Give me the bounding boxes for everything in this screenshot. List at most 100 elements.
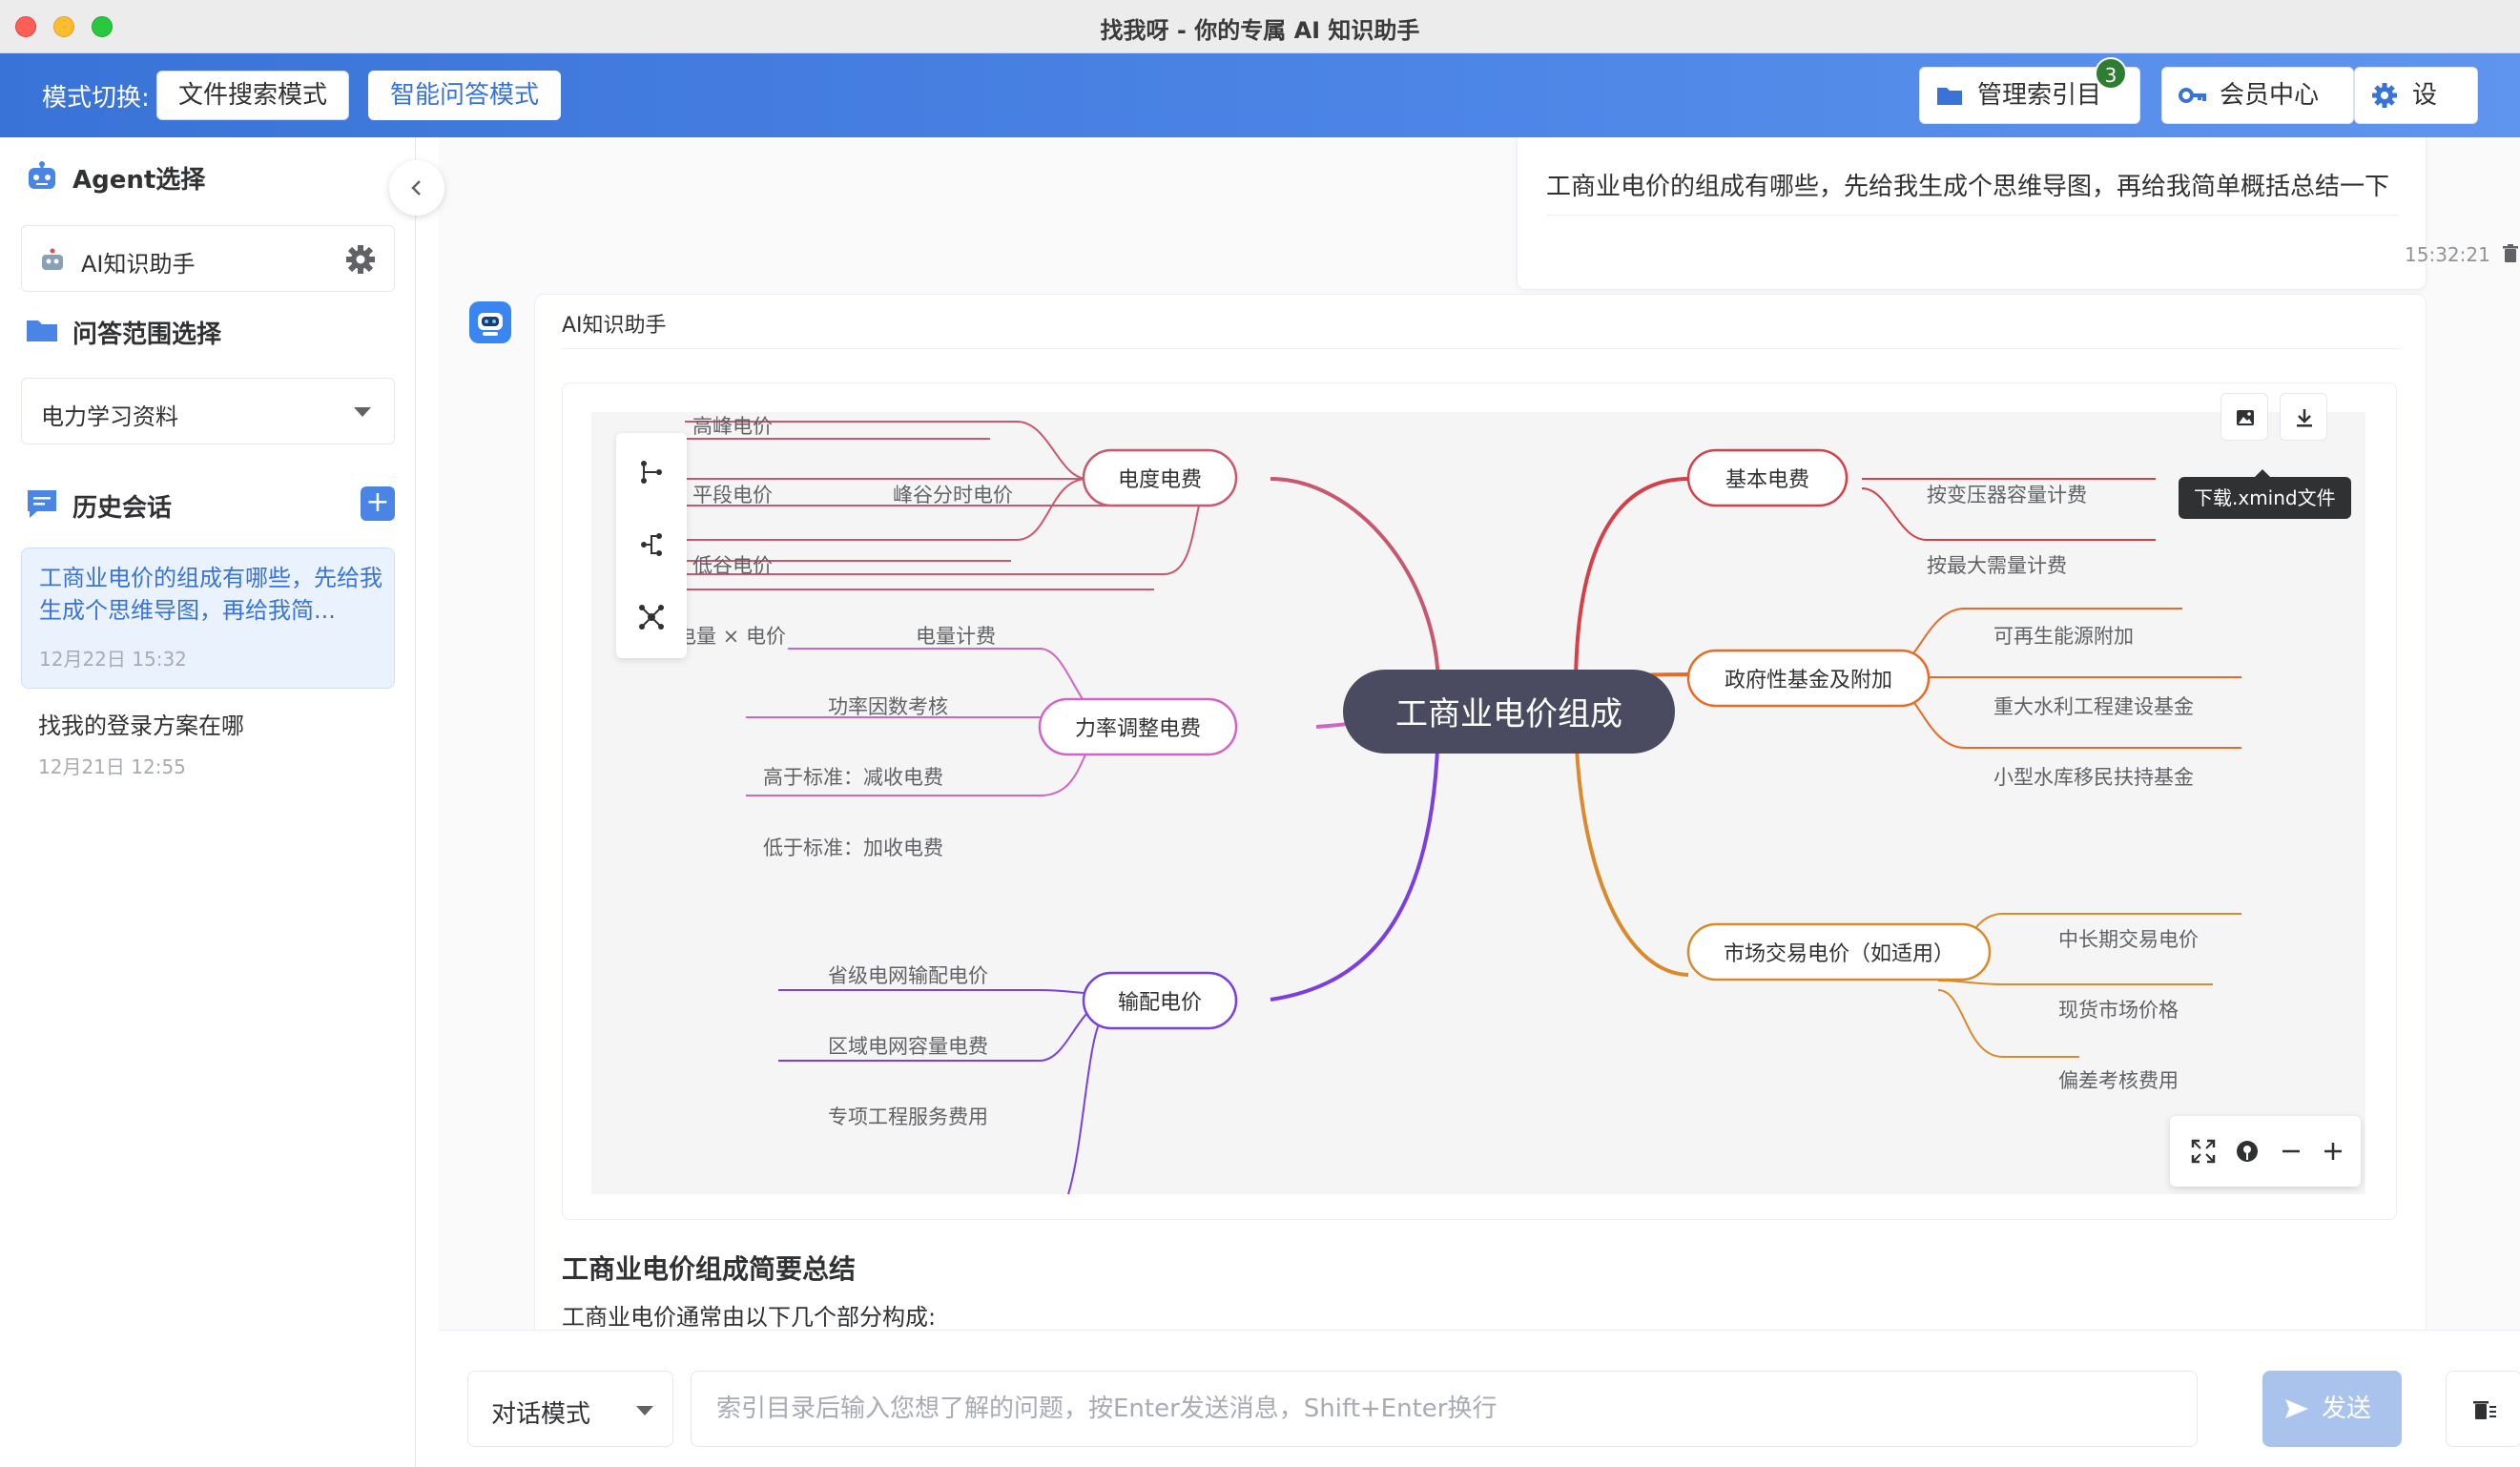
image-icon (2234, 406, 2257, 429)
zoom-in-icon[interactable] (2319, 1137, 2347, 1166)
chat-mode-select[interactable]: 对话模式 (467, 1371, 673, 1447)
history-item-active[interactable]: 工商业电价的组成有哪些，先给我生成个思维导图，再给我简... 12月22日 15… (21, 548, 395, 689)
mindmap-leaf: 小型水库移民扶持基金 (1993, 766, 2194, 789)
sidebar: Agent选择 AI知识助手 问答范围选择 电力学习资料 历史会话 + 工商业电… (0, 137, 416, 1467)
mindmap-layout-tools (616, 433, 687, 658)
history-section-label: 历史会话 (72, 488, 172, 524)
mindmap-leaf: 功率因数考核 (828, 695, 948, 718)
mindmap-canvas[interactable]: 工商业电价组成 电度电费 力率调整电费 输配电价 基本电费 政府性基金及附加 市… (591, 412, 2365, 1194)
collapse-sidebar-button[interactable] (389, 160, 444, 216)
mindmap-leaf: 平段电价 (692, 484, 773, 506)
mindmap-leaf: 省级电网输配电价 (828, 964, 988, 987)
agent-settings-icon[interactable] (344, 243, 377, 276)
mindmap-node-label: 基本电费 (1725, 468, 1809, 492)
download-xmind-button[interactable] (2280, 393, 2327, 441)
agent-selector[interactable]: AI知识助手 (21, 225, 395, 292)
input-bar: 对话模式 发送 (439, 1330, 2520, 1467)
mindmap-leaf: 高于标准：减收电费 (763, 766, 943, 789)
divider (562, 348, 2401, 349)
history-item[interactable]: 找我的登录方案在哪 12月21日 12:55 (21, 696, 395, 792)
zoom-out-icon[interactable] (2277, 1137, 2305, 1166)
mindmap-node-label: 输配电价 (1118, 991, 1202, 1015)
fullscreen-icon[interactable] (2189, 1137, 2218, 1166)
ai-name: AI知识助手 (562, 308, 667, 339)
ai-avatar (469, 301, 511, 343)
agent-name: AI知识助手 (81, 245, 196, 279)
divider (1546, 215, 2399, 216)
scope-section-label: 问答范围选择 (72, 315, 221, 350)
mindmap-subnode: 峰谷分时电价 (893, 484, 1013, 506)
chevron-left-icon (407, 178, 426, 197)
mindmap-leaf: 低谷电价 (692, 554, 773, 577)
export-image-button[interactable] (2220, 393, 2268, 441)
user-message-card: 工商业电价的组成有哪些，先给我生成个思维导图，再给我简单概括总结一下 15:32… (1517, 137, 2427, 290)
mindmap-leaf: 按变压器容量计费 (1927, 484, 2087, 506)
settings-button[interactable]: 设置 (2354, 67, 2478, 124)
chat-area: 工商业电价的组成有哪些，先给我生成个思维导图，再给我简单概括总结一下 15:32… (439, 137, 2520, 1330)
mindmap-leaf: 偏差考核费用 (2058, 1069, 2179, 1092)
scope-select[interactable]: 电力学习资料 (21, 378, 395, 444)
file-search-mode-button[interactable]: 文件搜索模式 (156, 71, 349, 120)
edge-b1 (1270, 479, 1438, 689)
mindmap-node-label: 市场交易电价（如适用） (1724, 942, 1954, 966)
summary-text: 工商业电价通常由以下几个部分构成: (562, 1298, 936, 1330)
history-item-title: 找我的登录方案在哪 (38, 710, 382, 742)
edge-b4 (1576, 479, 1688, 689)
key-icon (2178, 81, 2206, 110)
user-message-time: 15:32:21 (2405, 243, 2490, 266)
mindmap-leaf: 现货市场价格 (2058, 999, 2179, 1022)
mindmap-leaf: 低于标准：加收电费 (763, 837, 943, 859)
qa-mode-button[interactable]: 智能问答模式 (368, 71, 561, 120)
mindmap-node-label: 电度电费 (1118, 468, 1202, 492)
robot-icon (25, 158, 59, 193)
layout-tree-icon[interactable] (637, 530, 666, 559)
mindmap-leaf: 可再生能源附加 (1993, 625, 2134, 648)
clear-chat-button[interactable] (2446, 1371, 2520, 1447)
download-tooltip: 下载.xmind文件 (2179, 477, 2351, 519)
send-button[interactable]: 发送 (2262, 1371, 2402, 1447)
history-item-time: 12月22日 15:32 (39, 644, 187, 672)
window-titlebar: 找我呀 - 你的专属 AI 知识助手 (0, 0, 2520, 53)
chevron-down-icon (354, 407, 371, 417)
clear-icon (2471, 1396, 2498, 1423)
index-count-badge: 3 (2095, 57, 2127, 90)
ai-response-card: AI知识助手 (534, 294, 2427, 1330)
mindmap-leaf: 重大水利工程建设基金 (1993, 695, 2194, 718)
mindmap-leaf: 按最大需量计费 (1927, 554, 2067, 577)
layout-right-icon[interactable] (637, 458, 666, 486)
gear-icon (2370, 81, 2399, 110)
mindmap-frame: 工商业电价组成 电度电费 力率调整电费 输配电价 基本电费 政府性基金及附加 市… (562, 382, 2397, 1220)
agent-avatar-icon (39, 247, 66, 274)
member-center-button[interactable]: 会员中心 (2161, 67, 2354, 124)
folder-icon (1935, 81, 1964, 110)
member-center-label: 会员中心 (2220, 81, 2319, 110)
download-icon (2293, 406, 2316, 429)
chat-mode-value: 对话模式 (491, 1395, 590, 1430)
summary-title: 工商业电价组成简要总结 (562, 1249, 856, 1287)
scope-select-value: 电力学习资料 (41, 398, 178, 431)
window-title: 找我呀 - 你的专属 AI 知识助手 (0, 11, 2520, 45)
new-chat-button[interactable]: + (361, 486, 395, 521)
chat-icon (25, 486, 59, 521)
history-item-title: 工商业电价的组成有哪些，先给我生成个思维导图，再给我简... (39, 562, 382, 627)
locate-icon[interactable] (2233, 1137, 2262, 1166)
mindmap-subnode: 电量计费 (916, 625, 996, 648)
mindmap-root-label: 工商业电价组成 (1395, 695, 1622, 734)
trash-icon[interactable] (2500, 243, 2520, 264)
mindmap-svg: 工商业电价组成 电度电费 力率调整电费 输配电价 基本电费 政府性基金及附加 市… (591, 412, 2365, 1194)
chat-input[interactable] (691, 1371, 2198, 1447)
layout-radial-icon[interactable] (637, 603, 666, 631)
mindmap-node-label: 力率调整电费 (1075, 717, 1201, 741)
top-toolbar: 模式切换: 文件搜索模式 智能问答模式 管理索引目录 会员中心 设置 (0, 53, 2520, 137)
mindmap-leaf: 中长期交易电价 (2058, 928, 2199, 951)
mindmap-leaf: 专项工程服务费用 (828, 1105, 988, 1128)
chevron-down-icon (636, 1406, 653, 1415)
folder-icon (25, 313, 59, 347)
user-message-text: 工商业电价的组成有哪些，先给我生成个思维导图，再给我简单概括总结一下 (1546, 167, 2389, 202)
history-item-time: 12月21日 12:55 (38, 752, 186, 779)
mindmap-node-label: 政府性基金及附加 (1725, 669, 1892, 692)
send-icon (2283, 1395, 2310, 1422)
mindmap-zoom-bar (2170, 1116, 2361, 1187)
robot-icon (469, 301, 511, 343)
mindmap-leaf: 区域电网容量电费 (828, 1035, 988, 1058)
